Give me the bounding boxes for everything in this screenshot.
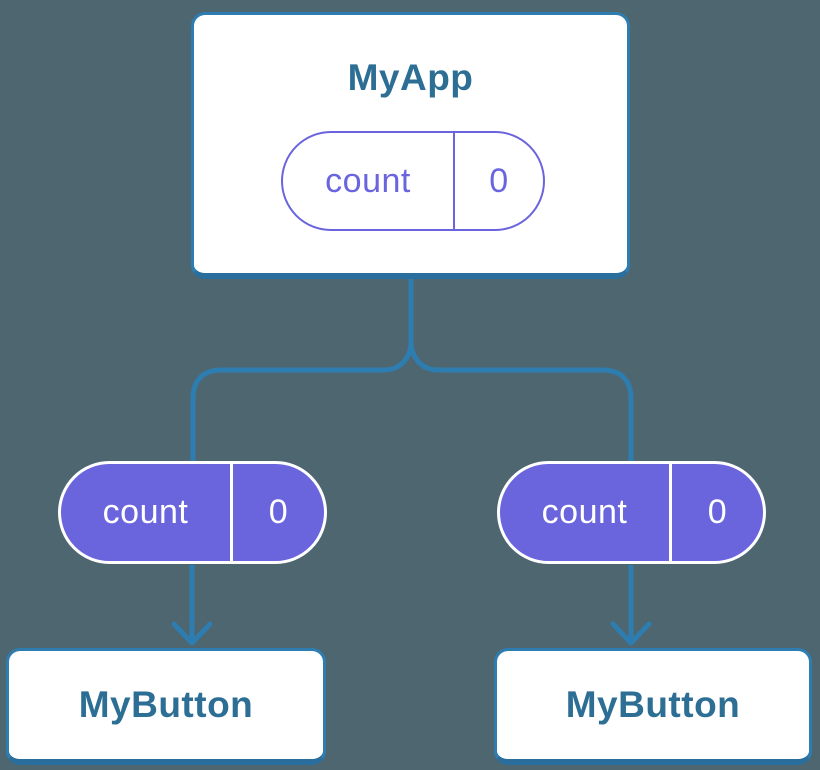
component-node-myapp: MyApp count 0 — [191, 12, 630, 279]
component-node-mybutton-left: MyButton — [6, 648, 326, 765]
arrow-down-icon — [610, 621, 652, 646]
arrow-down-icon — [171, 621, 213, 646]
component-title: MyButton — [78, 684, 254, 725]
component-title: MyButton — [565, 684, 741, 725]
state-pill: count 0 — [281, 131, 545, 231]
pill-divider — [669, 464, 672, 561]
prop-value-label: 0 — [707, 493, 728, 531]
state-name-label: count — [325, 161, 411, 200]
edge-root-to-right-pill — [408, 340, 634, 463]
prop-value-label: 0 — [268, 493, 289, 531]
component-title: MyApp — [347, 57, 474, 98]
state-value-label: 0 — [489, 161, 509, 200]
pill-divider — [230, 464, 233, 561]
prop-pill-right: count 0 — [497, 461, 766, 564]
edge-root-to-left-pill — [190, 340, 414, 463]
prop-name-label: count — [102, 493, 189, 531]
prop-name-label: count — [541, 493, 628, 531]
pill-divider — [453, 133, 455, 229]
component-node-mybutton-right: MyButton — [494, 648, 812, 765]
prop-pill-left: count 0 — [58, 461, 327, 564]
